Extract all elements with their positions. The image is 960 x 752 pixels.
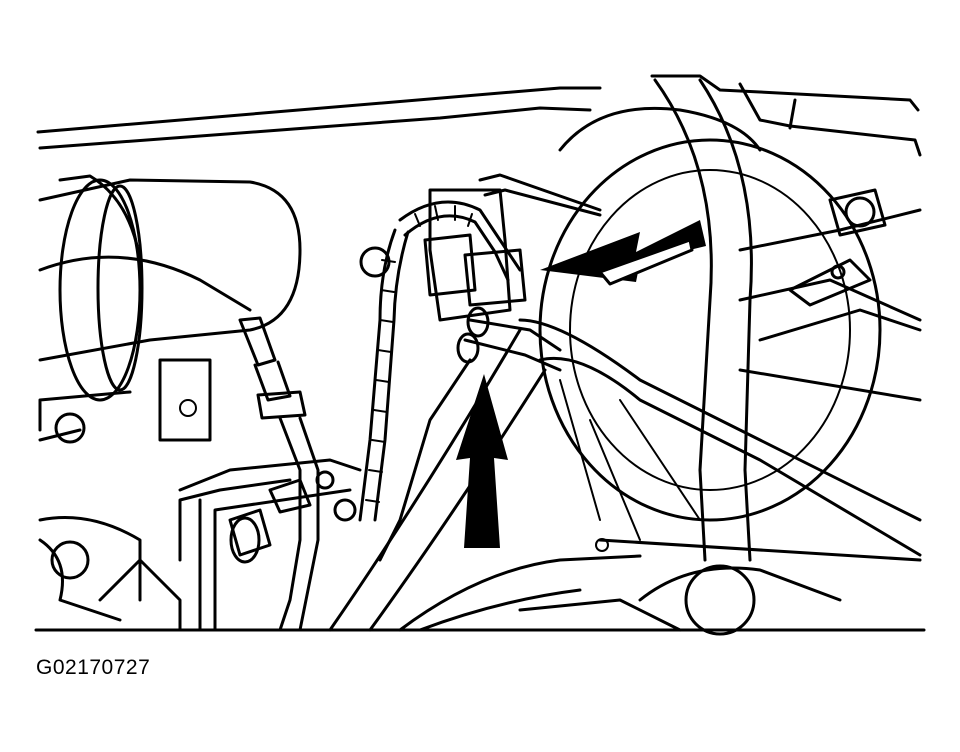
solenoid-connector — [359, 173, 602, 322]
right-fitting — [738, 188, 922, 402]
vertical-strap — [653, 78, 753, 562]
pulley-housing — [538, 106, 882, 541]
intake-cylinder — [38, 174, 302, 444]
manifold-bracket — [38, 458, 362, 632]
arrow-pointer — [456, 374, 508, 548]
arrow-pointer — [540, 220, 706, 286]
figure-code: G02170727 — [36, 656, 151, 679]
wiring-harness — [358, 200, 522, 522]
main-hose — [328, 318, 922, 632]
lower-block — [398, 538, 922, 636]
sensor-probe — [238, 316, 320, 632]
engine-bay-line-drawing — [34, 74, 926, 636]
upper-panel — [36, 74, 922, 157]
